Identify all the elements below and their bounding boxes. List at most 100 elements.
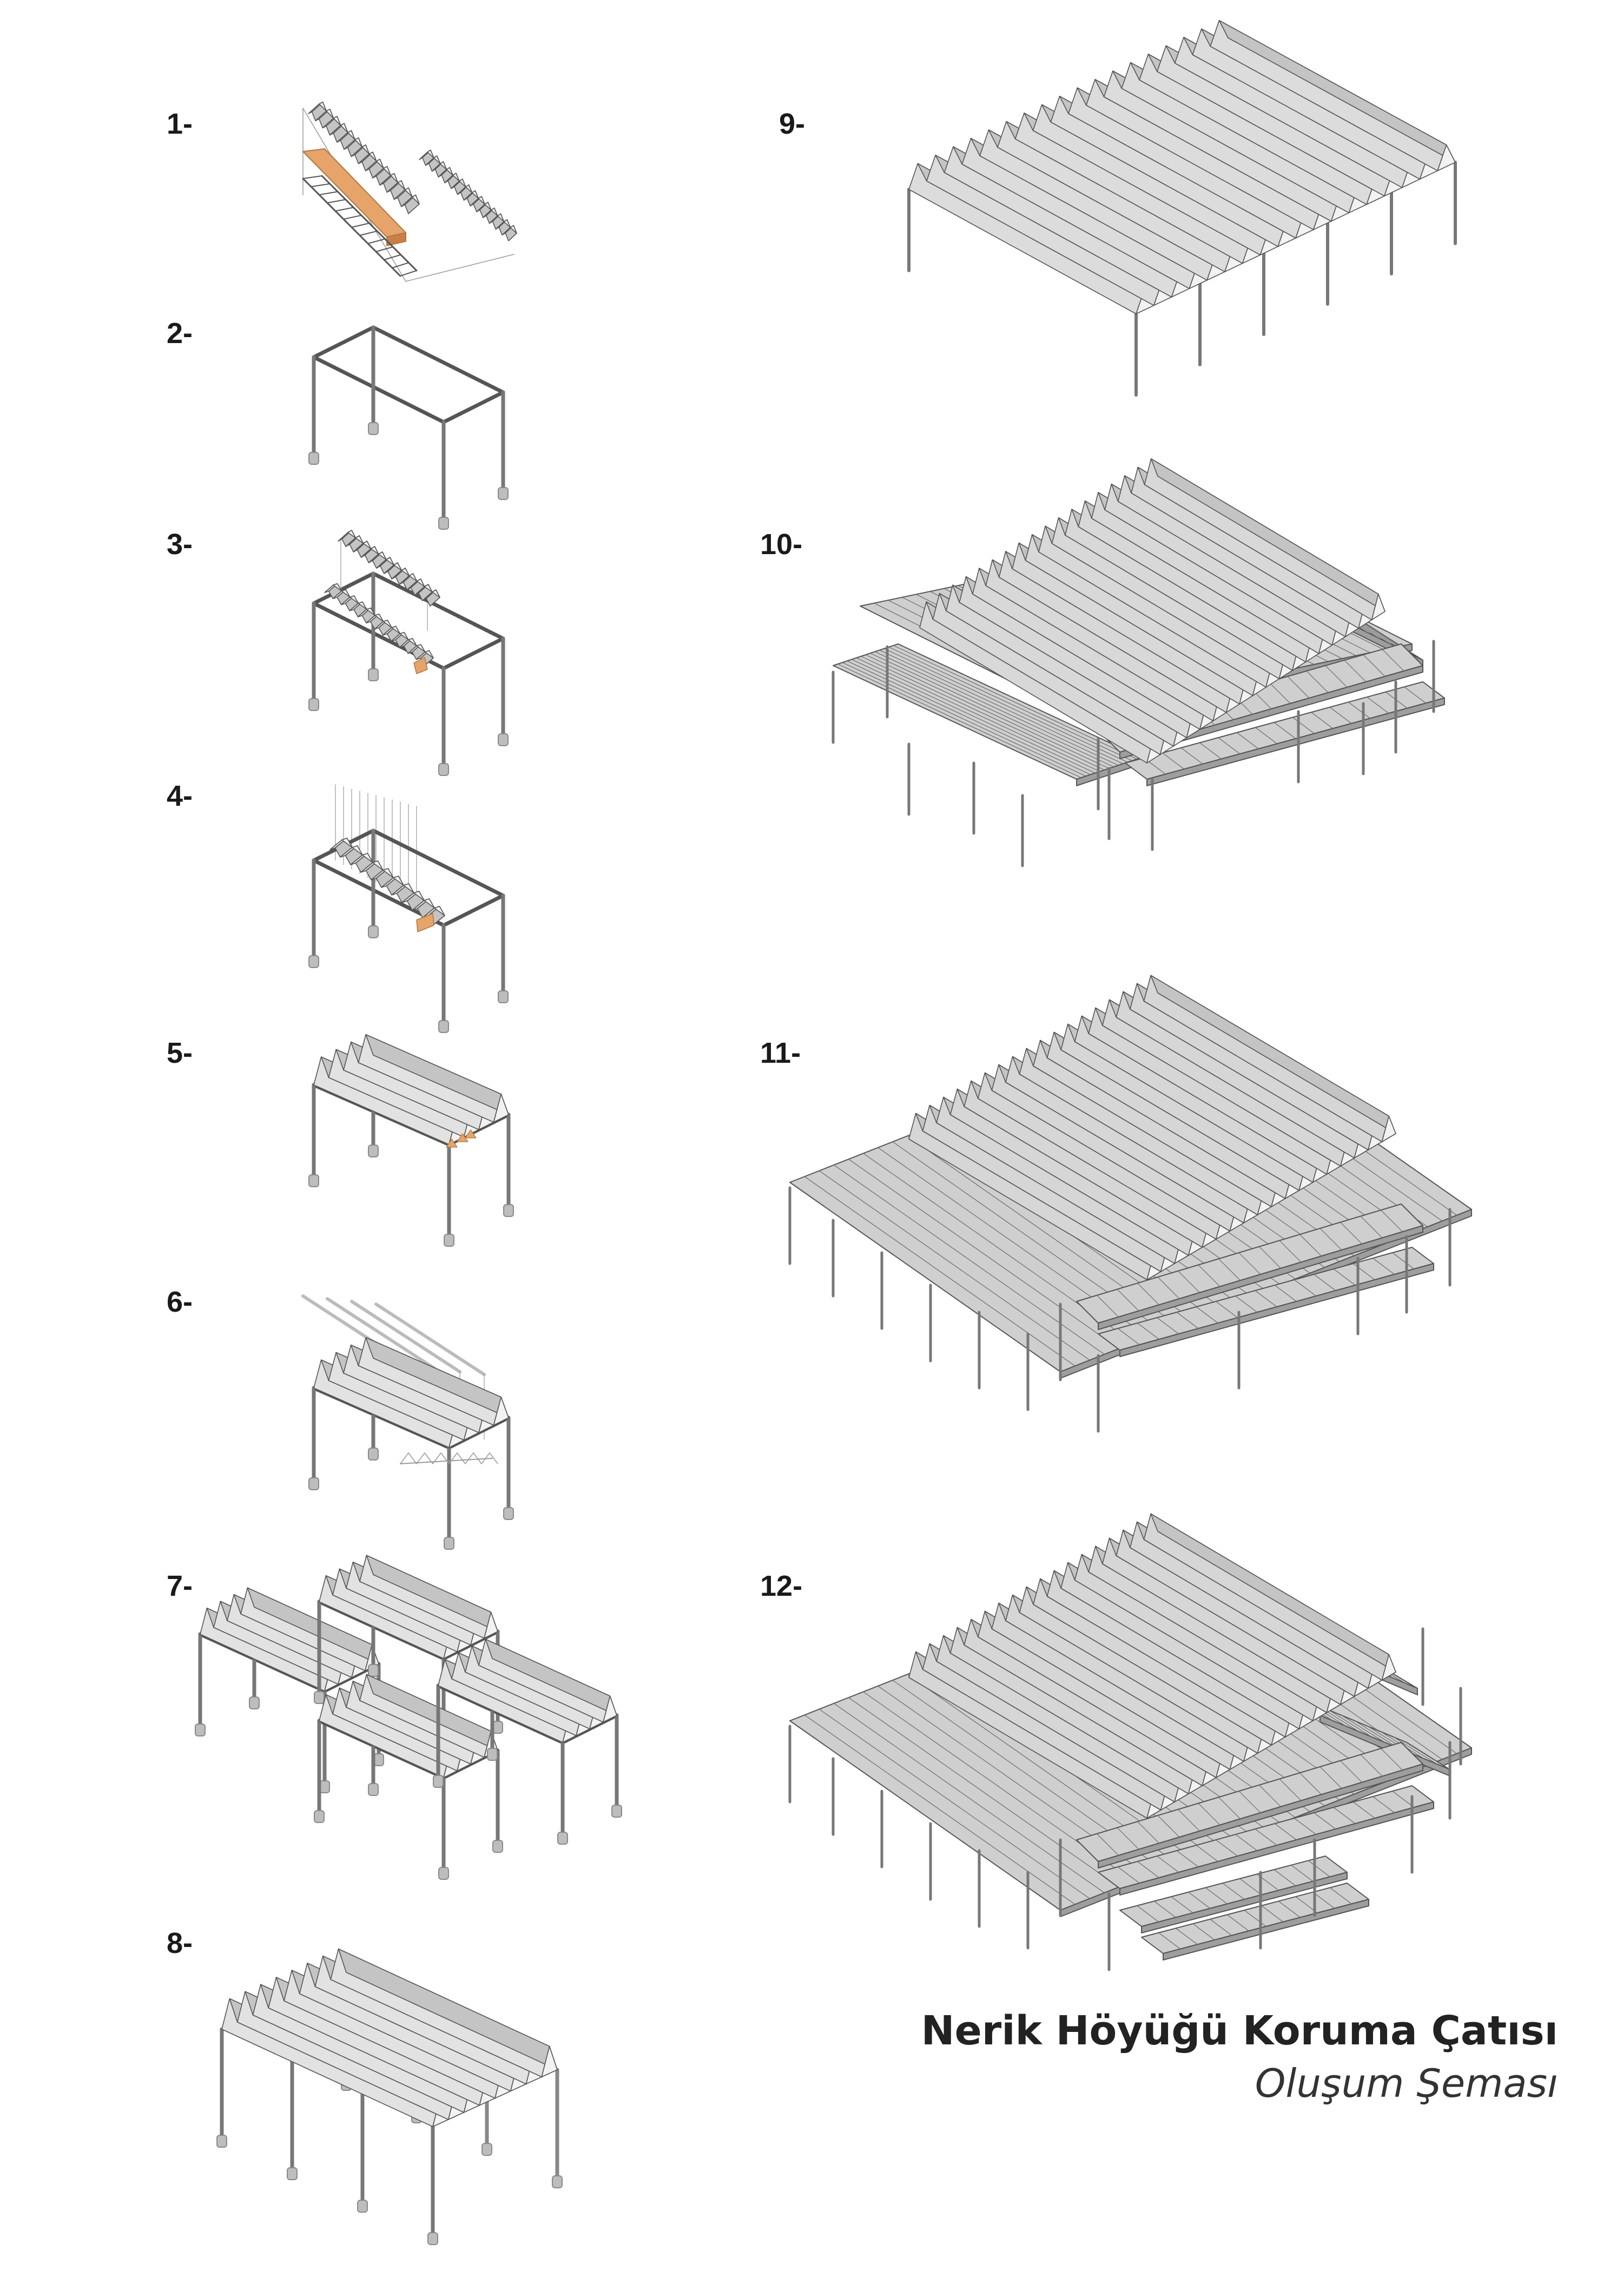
roof-plank-line [1218, 737, 1241, 754]
roof-gable-triangle [541, 2045, 558, 2077]
roof-plank-line [1311, 712, 1334, 729]
truss-web [489, 1452, 498, 1464]
footing [498, 487, 509, 500]
roof-plank-line [1299, 1234, 1322, 1256]
footing [611, 1805, 622, 1818]
roof-slab-edge [1119, 665, 1423, 759]
roof-gable-triangle [433, 155, 441, 165]
roof-plank-line [1333, 1268, 1356, 1286]
roof-gable-triangle [349, 595, 359, 604]
footing [308, 698, 319, 711]
roof-gable-triangle [326, 109, 334, 119]
timber-plank [413, 657, 428, 674]
roof-plank-line [1180, 747, 1203, 765]
roof-plank-line [1162, 752, 1185, 769]
unit-c [314, 1674, 503, 1880]
roof-plank-line [1392, 1791, 1415, 1808]
roof-plank-line [1308, 1860, 1330, 1877]
roof-plank-line [1198, 1264, 1220, 1287]
step-label-4: 4- [167, 780, 193, 812]
footing [195, 1723, 206, 1736]
title-subtitle: Oluşum Şeması [1255, 2061, 1558, 2106]
rafter-rung [311, 183, 331, 187]
roof-plank-line [1261, 1905, 1284, 1923]
roof-plank-line [1235, 1295, 1258, 1313]
roof-plank-line [1157, 1815, 1180, 1838]
roof-plank-line [1274, 1823, 1297, 1840]
footing [481, 2143, 492, 2156]
rafter-rung [335, 207, 354, 212]
roof-plank-line [1268, 681, 1291, 704]
footing [368, 1664, 379, 1677]
roof-plank-line [1279, 1240, 1302, 1263]
roof-plank-line [1258, 1246, 1282, 1269]
roof-gable-triangle [413, 891, 425, 901]
roof-gable-triangle [432, 589, 440, 598]
roof-plank-line [1380, 1209, 1403, 1232]
step-label-2: 2- [167, 317, 193, 350]
roof-gable-triangle [354, 137, 363, 148]
roof-plank-line [1299, 1772, 1322, 1795]
roof-gable-triangle [391, 626, 401, 634]
gutter-pipe [326, 1297, 437, 1371]
roof-gable-triangle [424, 584, 433, 593]
footing [503, 1204, 514, 1217]
footing [216, 2135, 227, 2148]
step-label-8: 8- [167, 1927, 193, 1959]
roof-gable-triangle [434, 906, 445, 916]
roof-gable-triangle [1381, 1654, 1396, 1681]
footing [319, 1780, 330, 1793]
roof-gable-triangle [358, 601, 367, 610]
frame-beam [441, 893, 505, 927]
roof-plank-line [879, 649, 1124, 765]
roof-gable-triangle [401, 568, 410, 576]
roof-plank-line [837, 663, 1082, 778]
roof-plank-line [1319, 1228, 1342, 1251]
roof-plank-line [1188, 1892, 1211, 1909]
roof-gable-triangle [510, 225, 517, 234]
roof-gable-triangle [408, 573, 418, 582]
footing [498, 733, 509, 746]
roof-gable-triangle [347, 530, 356, 538]
footing [308, 1477, 319, 1490]
roof-plank-line [1279, 1778, 1302, 1801]
rafter-rung [375, 246, 394, 252]
rafter-rung [319, 191, 339, 195]
roof-slab-edge [1146, 698, 1445, 786]
roof-gable-triangle [459, 179, 466, 188]
roof-plank-line [1137, 1282, 1160, 1305]
roof-gable-triangle [340, 123, 348, 133]
rafter-rung [343, 214, 362, 220]
footing [492, 1721, 503, 1734]
roof-plank-line [1333, 1807, 1356, 1824]
roof-gable-triangle [411, 194, 420, 205]
step-6-diagram [301, 1294, 514, 1550]
frame-beam [312, 355, 446, 424]
footing [373, 1753, 384, 1766]
roof-plank-line [1325, 665, 1348, 688]
truss-web [432, 1452, 441, 1464]
step-10-diagram [832, 458, 1445, 867]
frame-beam [371, 828, 505, 898]
footing [444, 1537, 454, 1550]
rafter-rung [384, 254, 401, 260]
roof-slab-edge [1119, 1263, 1434, 1357]
roof-plank-line [1278, 1900, 1301, 1918]
roof-plank-line [842, 662, 1086, 777]
roof-plank-line [1153, 1900, 1176, 1918]
roof-gable-triangle [352, 845, 363, 856]
step-9-diagram [907, 19, 1457, 397]
roof-gable-triangle [319, 101, 327, 112]
roof-slab-edge [1098, 1764, 1423, 1869]
roof-gable-triangle [471, 190, 479, 199]
roof-plank-line [883, 648, 1128, 763]
step-label-10: 10- [760, 528, 803, 561]
roof-plank-line [1354, 1720, 1398, 1748]
roof-plank-line [1312, 1892, 1335, 1909]
roof-gable-triangle [503, 219, 511, 228]
roof-gable-triangle [393, 562, 402, 571]
truss-web [457, 1452, 466, 1464]
unit-d [433, 1639, 622, 1845]
frame-beam [371, 571, 505, 641]
roof-plank-line [1218, 1797, 1241, 1819]
